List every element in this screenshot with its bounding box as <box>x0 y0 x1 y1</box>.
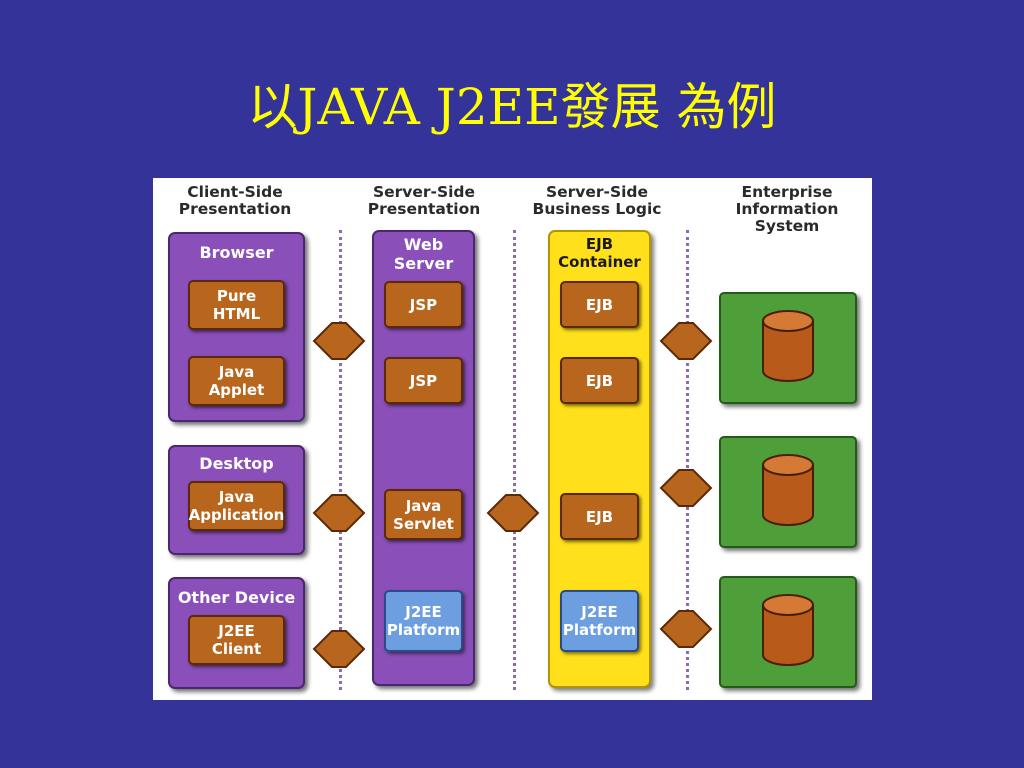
web-server-label: Web Server <box>374 235 473 273</box>
ejb-box-2-label: EJB <box>585 371 614 390</box>
double-arrow-connector-icon <box>312 630 366 668</box>
desktop-label: Desktop <box>199 454 274 473</box>
ejb-container-panel: EJB Container EJB EJB EJB J2EE Platform <box>548 230 651 688</box>
double-arrow-connector-icon <box>312 322 366 360</box>
browser-panel: Browser Pure HTML Java Applet <box>168 232 305 422</box>
desktop-panel: Desktop Java Application <box>168 445 305 555</box>
double-arrow-connector-icon <box>312 494 366 532</box>
tier-divider <box>513 230 516 690</box>
java-servlet-line1: Java <box>405 496 442 515</box>
jsp-box-2-label: JSP <box>409 371 438 390</box>
ejb-box-3-label: EJB <box>585 507 614 526</box>
java-application-box: Java Application <box>188 481 285 531</box>
column-header-client-line1: Client-Side <box>187 183 283 201</box>
web-platform-line1: J2EE <box>405 603 442 621</box>
j2ee-client-line2: Client <box>211 640 262 658</box>
pure-html-box: Pure HTML <box>188 280 285 330</box>
other-device-panel: Other Device J2EE Client <box>168 577 305 689</box>
j2ee-client-line1: J2EE <box>218 622 255 640</box>
column-header-eis-line2: Information <box>735 200 839 218</box>
java-servlet-line2: Servlet <box>393 514 454 533</box>
column-header-web-line1: Server-Side <box>372 183 476 201</box>
ejb-container-label: EJB Container <box>550 235 649 271</box>
j2ee-architecture-diagram: Client-Side Presentation Server-Side Pre… <box>153 178 872 700</box>
column-header-web: Server-Side Presentation <box>349 184 499 218</box>
ejb-box-3: EJB <box>560 493 639 540</box>
column-header-business-line2: Business Logic <box>532 200 662 218</box>
eis-panel-2 <box>719 436 857 548</box>
double-arrow-connector-icon <box>659 610 713 648</box>
web-server-label-line2: Server <box>393 254 454 273</box>
tier-divider <box>686 230 689 690</box>
ejb-platform-line2: Platform <box>562 621 637 639</box>
column-header-business-line1: Server-Side <box>545 183 649 201</box>
java-applet-line2: Applet <box>208 381 265 399</box>
jsp-box-2: JSP <box>384 357 463 404</box>
java-applet-line1: Java <box>218 363 255 381</box>
database-icon <box>762 454 814 526</box>
double-arrow-connector-icon <box>659 322 713 360</box>
database-icon <box>762 310 814 382</box>
column-header-eis-line3: System <box>754 217 820 235</box>
ejb-container-label-line2: Container <box>558 253 641 271</box>
database-icon <box>762 594 814 666</box>
column-header-eis: Enterprise Information System <box>707 184 867 235</box>
j2ee-client-box: J2EE Client <box>188 615 285 665</box>
web-platform-line2: Platform <box>386 621 461 639</box>
ejb-box-2: EJB <box>560 357 639 404</box>
eis-panel-3 <box>719 576 857 688</box>
column-header-web-line2: Presentation <box>367 200 481 218</box>
column-header-client: Client-Side Presentation <box>153 184 317 218</box>
java-applet-box: Java Applet <box>188 356 285 406</box>
jsp-box-1-label: JSP <box>409 295 438 314</box>
double-arrow-connector-icon <box>659 469 713 507</box>
ejb-platform-line1: J2EE <box>581 603 618 621</box>
ejb-container-label-line1: EJB <box>585 235 614 253</box>
slide-title: 以JAVA J2EE發展 為例 <box>247 78 777 136</box>
ejb-j2ee-platform-box: J2EE Platform <box>560 590 639 652</box>
column-header-eis-line1: Enterprise <box>741 183 833 201</box>
web-server-label-line1: Web <box>403 235 444 254</box>
browser-label: Browser <box>199 243 274 262</box>
pure-html-line1: Pure <box>216 287 257 305</box>
column-header-client-line2: Presentation <box>178 200 292 218</box>
tier-divider <box>339 230 342 690</box>
java-application-line1: Java <box>218 488 255 506</box>
double-arrow-connector-icon <box>486 494 540 532</box>
ejb-box-1: EJB <box>560 281 639 328</box>
java-application-line2: Application <box>188 506 285 524</box>
pure-html-line2: HTML <box>212 305 261 323</box>
java-servlet-box: Java Servlet <box>384 489 463 540</box>
web-server-panel: Web Server JSP JSP Java Servlet J2EE Pla… <box>372 230 475 686</box>
web-j2ee-platform-box: J2EE Platform <box>384 590 463 652</box>
eis-panel-1 <box>719 292 857 404</box>
jsp-box-1: JSP <box>384 281 463 328</box>
column-header-business: Server-Side Business Logic <box>509 184 685 218</box>
other-device-label: Other Device <box>177 588 296 607</box>
ejb-box-1-label: EJB <box>585 295 614 314</box>
